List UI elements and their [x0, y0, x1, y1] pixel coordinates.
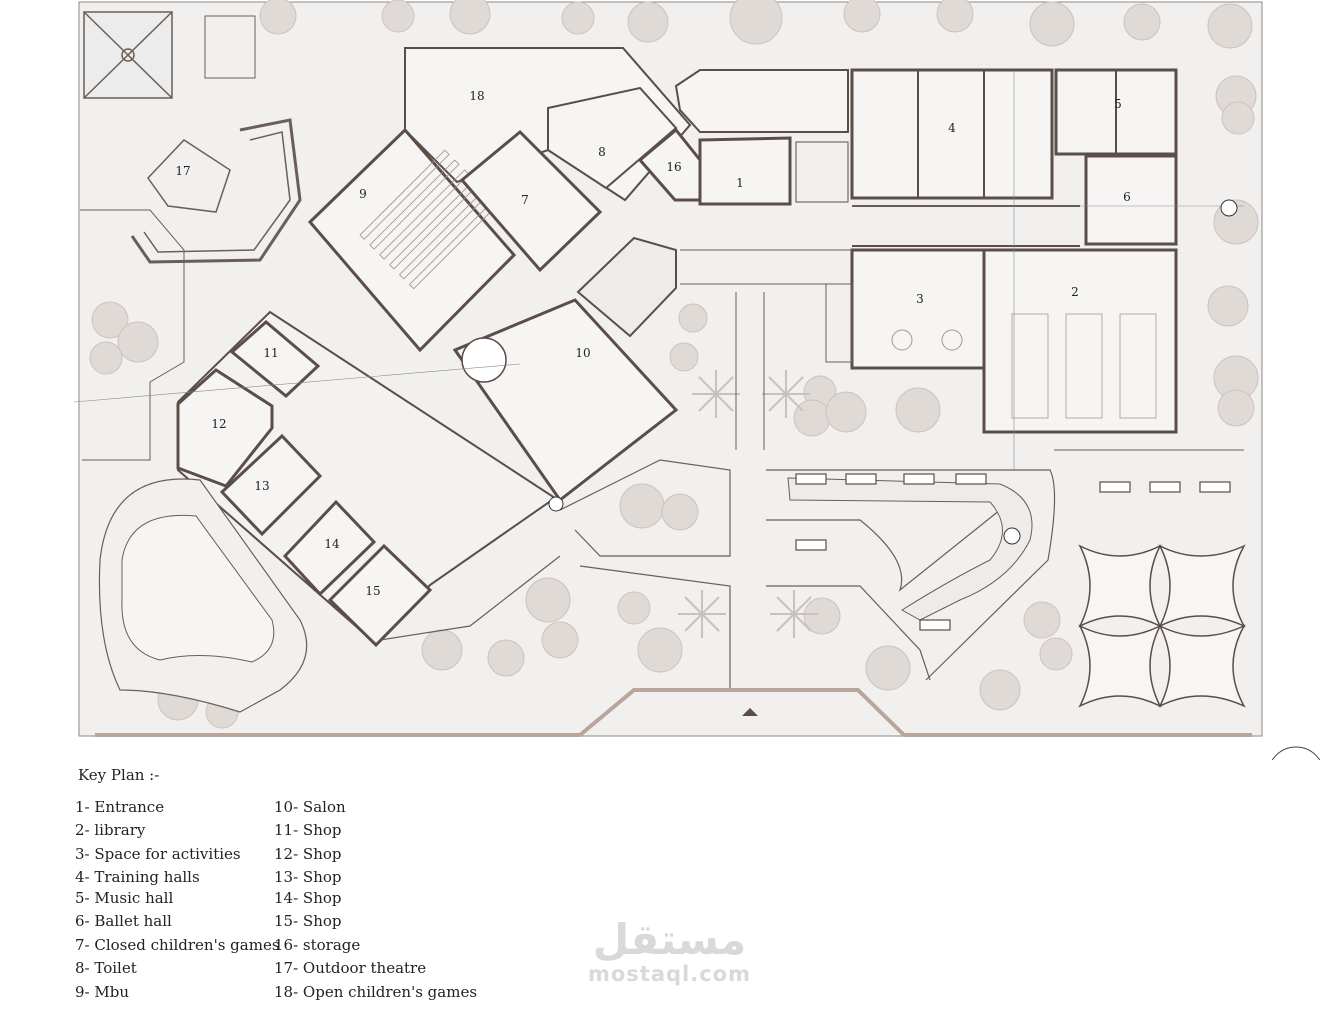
room-label-12: 12 — [211, 417, 226, 431]
left-boundary-wall — [80, 209, 185, 461]
room-label-11: 11 — [263, 346, 278, 360]
watermark-latin: mostaql.com — [588, 962, 751, 986]
key-item-12: 12- Shop — [274, 845, 342, 863]
library-tables — [1011, 313, 1157, 419]
key-item-15: 15- Shop — [274, 912, 342, 930]
key-item-18: 18- Open children's games — [274, 983, 478, 1001]
palm-trees — [678, 370, 818, 638]
room-label-18: 18 — [469, 89, 484, 103]
shop-13 — [219, 433, 323, 537]
key-item-9: 9- Mbu — [75, 983, 130, 1001]
room-closed-games — [459, 129, 603, 273]
room-label-15: 15 — [365, 584, 380, 598]
tree-row-top — [259, 0, 1253, 49]
key-item-10: 10- Salon — [274, 798, 346, 816]
room-salon — [452, 298, 679, 503]
corridors — [680, 249, 1244, 451]
room-label-10: 10 — [575, 346, 590, 360]
garden-trees — [89, 261, 1073, 729]
key-item-2: 2- library — [75, 821, 146, 839]
shops-wing — [177, 310, 557, 645]
room-label-2: 2 — [1071, 285, 1079, 299]
curved-bench-path — [787, 477, 1033, 621]
key-item-5: 5- Music hall — [75, 889, 174, 907]
north-arrow-icon — [1271, 746, 1321, 760]
key-item-13: 13- Shop — [274, 868, 342, 886]
key-item-4: 4- Training halls — [75, 868, 200, 886]
stair-top-left — [204, 15, 256, 79]
key-item-17: 17- Outdoor theatre — [274, 959, 427, 977]
plaza-paths — [379, 459, 1056, 688]
hall-mbu — [307, 127, 517, 353]
shop-12 — [176, 368, 274, 488]
key-item-16: 16- storage — [274, 936, 361, 954]
key-item-14: 14- Shop — [274, 889, 342, 907]
room-label-3: 3 — [916, 292, 924, 306]
section-lines — [73, 70, 1244, 470]
key-item-3: 3- Space for activities — [75, 845, 241, 863]
shop-15 — [327, 543, 433, 648]
activity-circles — [891, 329, 963, 351]
room-label-13: 13 — [254, 479, 269, 493]
site-plan: 1 2 3 4 5 6 7 8 9 10 11 12 13 14 15 16 1… — [73, 0, 1321, 760]
spiral-stair — [461, 337, 507, 383]
stair-east — [795, 141, 849, 203]
left-oval-inner — [121, 514, 275, 663]
room-label-4: 4 — [948, 121, 956, 135]
cafe-area — [674, 69, 849, 133]
key-item-1: 1- Entrance — [75, 798, 165, 816]
watermark: مستقل mostaql.com — [588, 915, 751, 987]
room-label-14: 14 — [324, 537, 340, 551]
entry-arrow — [742, 708, 758, 716]
room-label-6: 6 — [1123, 190, 1131, 204]
shop-11 — [229, 320, 321, 398]
room-label-17: 17 — [175, 164, 190, 178]
room-label-8: 8 — [598, 145, 606, 159]
watermark-arabic: مستقل — [592, 915, 747, 964]
room-label-9: 9 — [359, 187, 367, 201]
building-east — [698, 68, 1178, 434]
shop-14 — [282, 499, 377, 597]
key-item-6: 6- Ballet hall — [75, 912, 172, 930]
tensile-canopies — [1078, 544, 1246, 708]
key-item-11: 11- Shop — [274, 821, 342, 839]
room-label-1: 1 — [736, 176, 744, 190]
section-markers — [548, 199, 1238, 545]
key-item-7: 7- Closed children's games — [75, 936, 280, 954]
key-item-8: 8- Toilet — [75, 959, 137, 977]
front-wall — [95, 688, 1252, 737]
key-plan-title: Key Plan :- — [78, 766, 160, 784]
room-label-5: 5 — [1114, 97, 1122, 111]
outdoor-theatre — [83, 11, 302, 264]
planter-triangle — [576, 236, 677, 338]
room-label-7: 7 — [521, 193, 529, 207]
room-label-16: 16 — [666, 160, 681, 174]
tree-row-right — [1207, 75, 1259, 427]
